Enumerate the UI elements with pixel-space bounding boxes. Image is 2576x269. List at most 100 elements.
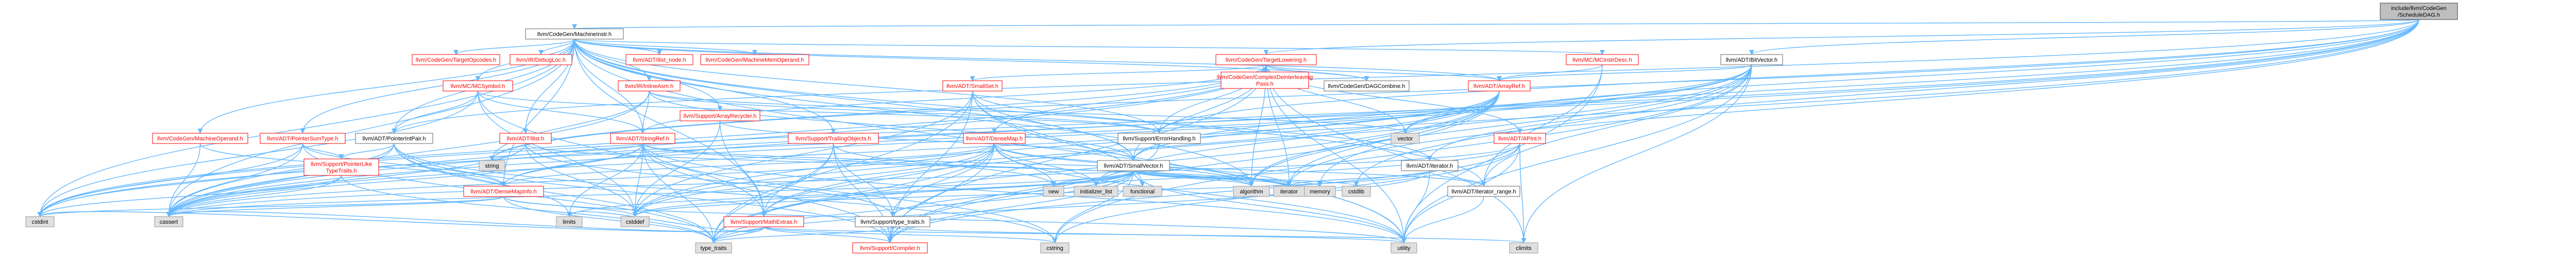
node-cstdlib[interactable]: cstdlib <box>1342 186 1371 197</box>
edge-mcsymbol-to-stringref <box>477 91 646 134</box>
node-label-pointersumtype-0: llvm/ADT/PointerSumType.h <box>267 136 338 142</box>
edge-trailingobjects-to-typetraits_support <box>833 143 895 217</box>
node-dagcombine[interactable]: llvm/CodeGen/DAGCombine.h <box>1324 80 1410 92</box>
edge-intrinsicinst-to-errorhandling <box>649 91 1162 134</box>
node-cstddef[interactable]: cstddef <box>620 216 650 227</box>
node-box-ilist_node <box>625 54 693 65</box>
node-box-densemapinfo <box>463 186 544 197</box>
node-mathextras[interactable]: llvm/Support/MathExtras.h <box>723 216 804 227</box>
edge-arrayref-to-algorithm <box>1249 91 1500 187</box>
node-box-mmo <box>700 54 809 65</box>
node-algorithm[interactable]: algorithm <box>1233 186 1270 197</box>
node-utility[interactable]: utility <box>1391 242 1417 254</box>
node-type_traits[interactable]: type_traits <box>695 242 732 254</box>
node-limits[interactable]: limits <box>556 216 583 227</box>
node-arrayrecycler[interactable]: llvm/Support/ArrayRecycler.h <box>680 110 760 121</box>
edge-pointerliketypetraits-to-cassert <box>166 175 342 217</box>
node-compiler[interactable]: llvm/Support/Compiler.h <box>852 242 928 254</box>
node-box-smallset <box>942 80 1003 92</box>
node-label-intrinsicinst-0: llvm/IR/InlineAsm.h <box>625 83 673 89</box>
edge-smallvector-to-utility <box>1133 170 1406 243</box>
node-cstdint[interactable]: cstdint <box>25 216 55 227</box>
node-label-pointerliketypetraits-1: TypeTraits.h <box>326 168 357 174</box>
node-label-debugloc-0: llvm/IR/DebugLoc.h <box>516 57 566 63</box>
node-smallvector[interactable]: llvm/ADT/SmallVector.h <box>1097 160 1170 171</box>
node-apint[interactable]: llvm/ADT/APInt.h <box>1494 133 1546 144</box>
node-typetraits_support[interactable]: llvm/Support/type_traits.h <box>855 216 930 227</box>
node-cassert[interactable]: cassert <box>154 216 183 227</box>
node-box-compiler <box>852 242 928 254</box>
node-mcsymbol[interactable]: llvm/MC/MCSymbol.h <box>443 80 513 92</box>
edge-mcinstrdesc-to-utility <box>1401 64 1603 243</box>
node-mmo[interactable]: llvm/CodeGen/MachineMemOperand.h <box>700 54 809 65</box>
node-pointerintpair[interactable]: llvm/ADT/PointerIntPair.h <box>355 133 433 144</box>
node-moperand[interactable]: llvm/CodeGen/MachineOperand.h <box>152 133 248 144</box>
node-box-mcsymbol <box>443 80 513 92</box>
node-new[interactable]: new <box>1043 186 1064 197</box>
node-stringref[interactable]: llvm/ADT/StringRef.h <box>610 133 675 144</box>
node-box-dagcombine <box>1324 80 1410 92</box>
node-box-climits <box>1509 242 1538 254</box>
node-label-dagcombine-0: llvm/CodeGen/DAGCombine.h <box>1328 83 1405 89</box>
node-mi[interactable]: llvm/CodeGen/MachineInstr.h <box>525 28 624 40</box>
edge-pointerintpair-to-cassert <box>166 143 395 217</box>
node-label-complexdeinterleaving-1: Pass.h <box>1256 81 1274 87</box>
node-bitvector[interactable]: llvm/ADT/BitVector.h <box>1720 54 1783 65</box>
edge-mi-to-iterator_range <box>574 39 1486 187</box>
node-debugloc[interactable]: llvm/IR/DebugLoc.h <box>510 54 572 65</box>
node-root[interactable]: include/llvm/CodeGen/ScheduleDAG.h <box>2380 3 2458 20</box>
node-label-tli-0: llvm/CodeGen/TargetLowering.h <box>1226 57 1307 63</box>
node-box-string <box>479 160 505 171</box>
node-densemap[interactable]: llvm/ADT/DenseMap.h <box>963 133 1026 144</box>
node-cstring[interactable]: cstring <box>1040 242 1070 254</box>
node-errorhandling[interactable]: llvm/Support/ErrorHandling.h <box>1117 133 1201 144</box>
node-functional[interactable]: functional <box>1123 186 1162 197</box>
node-box-limits <box>556 216 583 227</box>
edge-bitvector-to-algorithm <box>1249 64 1752 187</box>
edge-densemap-to-typetraits_support <box>890 143 995 217</box>
node-box-iterator_std <box>1273 186 1305 197</box>
edge-smallvector-to-compiler <box>887 170 1134 243</box>
node-box-arrayrecycler <box>680 110 760 121</box>
node-mcinstrdesc[interactable]: llvm/MC/MCInstrDesc.h <box>1566 54 1639 65</box>
edge-smallvector-to-initializer_list <box>1093 170 1134 187</box>
edge-bitvector-to-cstdlib <box>1353 64 1752 187</box>
node-label-cassert-0: cassert <box>160 219 178 225</box>
node-label-compiler-0: llvm/Support/Compiler.h <box>860 245 920 252</box>
node-iterator_range[interactable]: llvm/ADT/iterator_range.h <box>1447 186 1520 197</box>
node-initializer_list[interactable]: initializer_list <box>1074 186 1118 197</box>
node-label-string-0: string <box>485 163 499 169</box>
node-ilist[interactable]: llvm/ADT/ilist.h <box>499 133 552 144</box>
node-box-cstdlib <box>1342 186 1371 197</box>
node-densemapinfo[interactable]: llvm/ADT/DenseMapInfo.h <box>463 186 544 197</box>
edge-tli-to-smallset <box>970 64 1267 81</box>
node-iterator_std[interactable]: iterator <box>1273 186 1305 197</box>
node-trailingobjects[interactable]: llvm/Support/TrailingObjects.h <box>788 133 879 144</box>
edge-iterator_range-to-utility <box>1401 196 1484 243</box>
edge-moperand-to-cassert <box>166 143 201 217</box>
node-intrinsicinst[interactable]: llvm/IR/InlineAsm.h <box>618 80 681 92</box>
edge-root-to-iterator <box>1427 19 2419 161</box>
node-iterator[interactable]: llvm/ADT/iterator.h <box>1401 160 1459 171</box>
node-box-apint <box>1494 133 1546 144</box>
node-arrayref[interactable]: llvm/ADT/ArrayRef.h <box>1468 80 1531 92</box>
node-targetopcodes[interactable]: llvm/CodeGen/TargetOpcodes.h <box>412 54 500 65</box>
node-string[interactable]: string <box>479 160 505 171</box>
edge-mi-to-targetopcodes <box>453 39 575 55</box>
node-smallset[interactable]: llvm/ADT/SmallSet.h <box>942 80 1003 92</box>
node-label-cstddef-0: cstddef <box>626 219 645 225</box>
node-memory[interactable]: memory <box>1304 186 1336 197</box>
node-tli[interactable]: llvm/CodeGen/TargetLowering.h <box>1215 54 1317 65</box>
node-vector[interactable]: vector <box>1391 133 1420 144</box>
node-climits[interactable]: climits <box>1509 242 1538 254</box>
edge-mi-to-densemapinfo <box>501 39 575 187</box>
node-pointersumtype[interactable]: llvm/ADT/PointerSumType.h <box>260 133 346 144</box>
node-ilist_node[interactable]: llvm/ADT/ilist_node.h <box>625 54 693 65</box>
node-box-initializer_list <box>1074 186 1118 197</box>
node-box-cstddef <box>620 216 650 227</box>
edge-typetraits_support-to-utility <box>892 226 1406 243</box>
edge-root-to-smallvector <box>1131 19 2419 161</box>
edge-densemap-to-mathextras <box>761 143 995 217</box>
